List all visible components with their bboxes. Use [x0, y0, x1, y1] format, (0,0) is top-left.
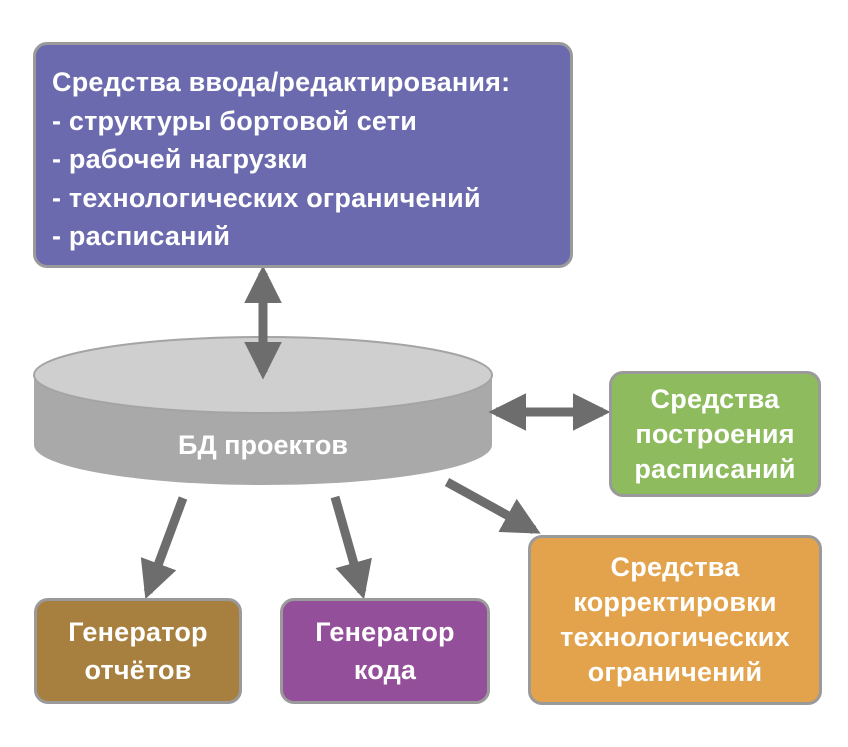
- code-generator-line: Генератор: [315, 617, 455, 647]
- correction-tools-line: технологических: [560, 622, 790, 652]
- constraint-correction-tools-box: Средства корректировки технологических о…: [528, 535, 822, 705]
- database-label: БД проектов: [178, 430, 348, 460]
- code-generator-box: Генератор кода: [280, 598, 490, 704]
- arrow-db-report: [140, 496, 188, 600]
- input-editing-tools-box: Средства ввода/редактирования: - структу…: [33, 42, 573, 268]
- correction-tools-line: ограничений: [587, 657, 763, 687]
- arrow-db-code: [330, 495, 372, 600]
- input-tools-line: - рабочей нагрузки: [52, 144, 308, 174]
- report-generator-line: отчётов: [84, 655, 192, 685]
- schedule-tools-line: расписаний: [634, 453, 796, 484]
- input-tools-line: - технологических ограничений: [52, 182, 481, 213]
- arrow-db-correction: [444, 478, 541, 534]
- report-generator-box: Генератор отчётов: [34, 598, 242, 704]
- schedule-tools-line: построения: [635, 418, 795, 449]
- report-generator-line: Генератор: [68, 617, 208, 647]
- input-tools-line: - расписаний: [52, 221, 231, 251]
- code-generator-line: кода: [353, 655, 417, 685]
- correction-tools-line: корректировки: [573, 587, 777, 617]
- schedule-building-tools-box: Средства построения расписаний: [609, 371, 821, 497]
- schedule-tools-line: Средства: [650, 383, 780, 414]
- input-tools-line: - структуры бортовой сети: [52, 105, 418, 136]
- correction-tools-line: Средства: [610, 552, 740, 582]
- input-tools-line: Средства ввода/редактирования:: [52, 67, 511, 97]
